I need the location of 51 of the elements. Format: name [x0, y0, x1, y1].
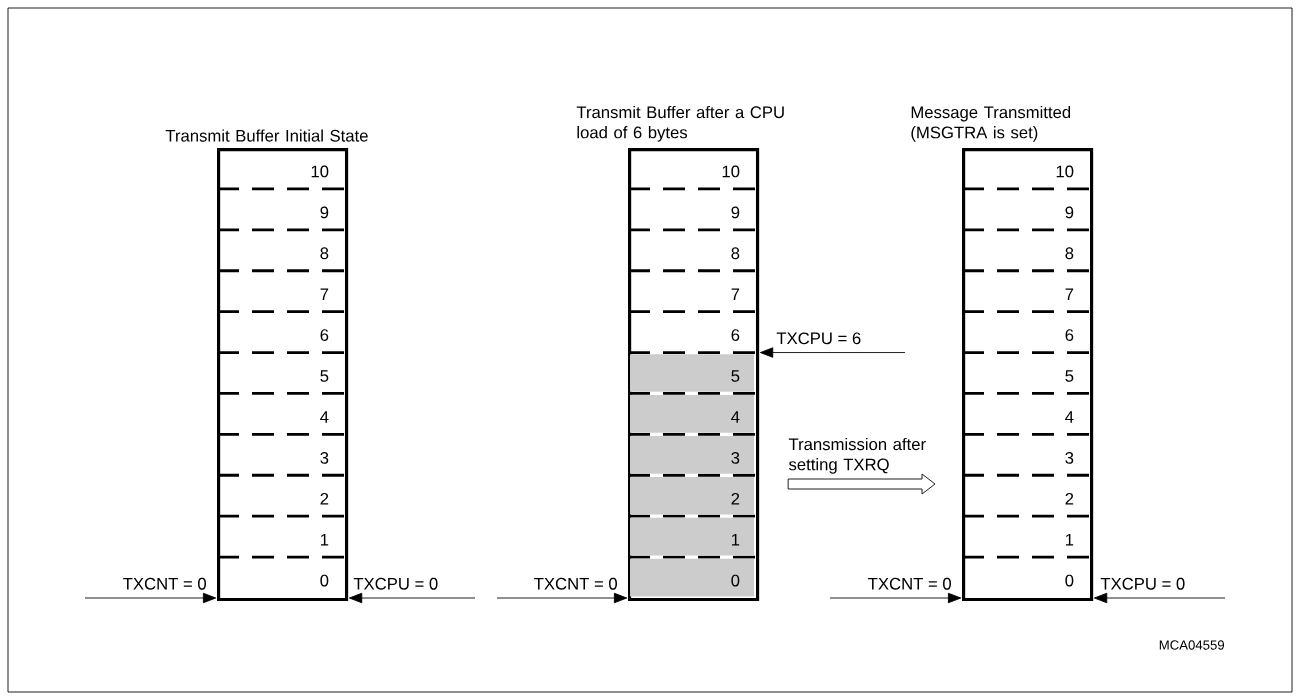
- buffer-cell: 2: [1065, 492, 1074, 505]
- buffer-cell: 1: [630, 517, 754, 556]
- buffer-title: Message Transmitted (MSGTRA is set): [911, 105, 1071, 142]
- pointer-arrow: [1093, 592, 1226, 604]
- buffer-cell: 4: [1065, 411, 1074, 423]
- buffer-cell: 5: [320, 370, 329, 382]
- buffer-cell: 0: [630, 558, 754, 597]
- buffer-title: Transmit Buffer after a CPU load of 6 bytes: [576, 105, 784, 142]
- buffer-title: Transmit Buffer Initial State: [165, 129, 368, 142]
- buffer-cell: 5: [630, 354, 754, 392]
- edge-label: TXCNT = 0: [868, 577, 951, 590]
- buffer-cell: 3: [320, 451, 329, 464]
- buffer-cell: 8: [1065, 247, 1074, 260]
- pointer-arrow: [829, 592, 962, 604]
- buffer-cell: 2: [630, 476, 754, 515]
- buffer-cell: 2: [320, 492, 329, 505]
- buffer-cell: 4: [630, 395, 754, 433]
- edge-label: TXCPU = 0: [1100, 577, 1185, 590]
- buffer-cell: 0: [320, 574, 329, 587]
- buffer-cell: 8: [731, 247, 740, 260]
- buffer-cell: 7: [731, 288, 740, 300]
- edge-label: TXCPU = 6: [776, 332, 861, 345]
- buffer-cell: 6: [320, 329, 329, 341]
- pointer-arrow: [348, 592, 476, 604]
- buffer-cell: 8: [320, 247, 329, 260]
- buffer-cell: 10: [311, 165, 329, 178]
- buffer-cell: 10: [722, 165, 740, 178]
- block-arrow: [787, 473, 936, 495]
- buffer-cell: 6: [731, 329, 740, 341]
- pointer-arrow: [84, 592, 217, 604]
- buffer-cell: 9: [320, 206, 329, 219]
- buffer-cell: 9: [731, 206, 740, 219]
- pointer-arrow: [496, 592, 628, 604]
- buffer-cell: 3: [1065, 451, 1074, 464]
- buffer-cell: 7: [320, 288, 329, 300]
- buffer-cell: 5: [1065, 370, 1074, 382]
- buffer-cell: 0: [1065, 574, 1074, 587]
- buffer-cell: 3: [630, 435, 754, 474]
- edge-label: Transmission after setting TXRQ: [788, 437, 926, 474]
- buffer-cell: 1: [321, 533, 329, 546]
- buffer-cell: 9: [1065, 206, 1074, 219]
- edge-label: TXCNT = 0: [534, 577, 617, 590]
- buffer-cell: 10: [1056, 165, 1074, 178]
- buffer-cell: 1: [1066, 533, 1074, 546]
- buffer-cell: 4: [320, 411, 329, 423]
- edge-label: TXCNT = 0: [123, 577, 206, 590]
- edge-label: TXCPU = 0: [353, 577, 438, 590]
- buffer-cell: 6: [1065, 329, 1074, 341]
- figure-code: MCA04559: [1159, 640, 1224, 650]
- pointer-arrow: [759, 347, 906, 358]
- buffer-cell: 7: [1065, 288, 1074, 300]
